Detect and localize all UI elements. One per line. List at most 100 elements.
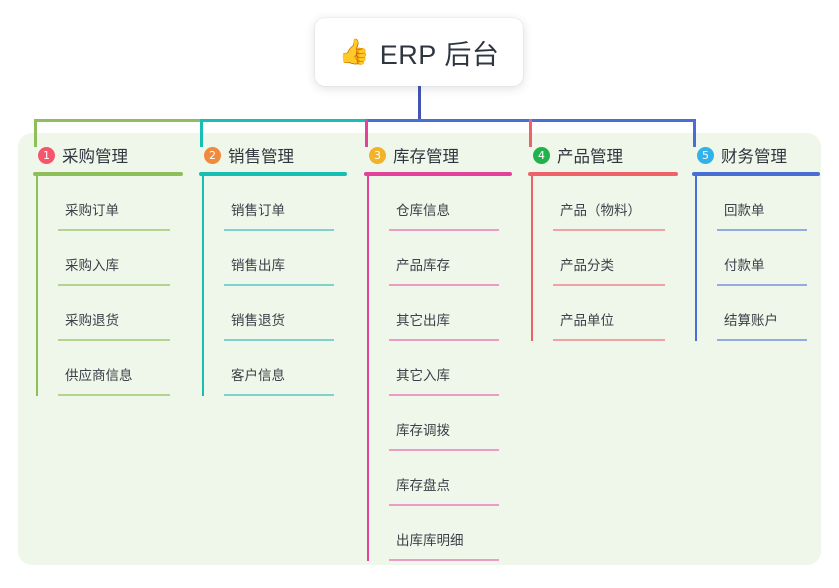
leaf-item[interactable]: 库存盘点 [389, 451, 512, 506]
leaf-label: 仓库信息 [396, 203, 450, 218]
leaf-underline [58, 284, 170, 286]
leaf-underline [224, 394, 334, 396]
leaf-label: 库存盘点 [396, 478, 450, 493]
branch-underline [528, 172, 678, 176]
leaf-underline [717, 339, 807, 341]
branch-badge-1: 1 [38, 146, 55, 164]
leaf-item[interactable]: 销售订单 [224, 176, 347, 231]
branch-children: 采购订单采购入库采购退货供应商信息 [36, 176, 183, 396]
leaf-label: 客户信息 [231, 368, 285, 383]
branch-badge-2: 2 [204, 146, 221, 164]
leaf-item[interactable]: 销售出库 [224, 231, 347, 286]
leaf-item[interactable]: 供应商信息 [58, 341, 183, 396]
branch-header-4[interactable]: 4 产品管理 [528, 143, 678, 167]
branch-label: 销售管理 [228, 148, 294, 166]
leaf-item[interactable]: 付款单 [717, 231, 820, 286]
branch-header-1[interactable]: 1 采购管理 [33, 143, 183, 167]
leaf-underline [389, 559, 499, 561]
leaf-item[interactable]: 产品单位 [553, 286, 678, 341]
branch-column-4: 4 产品管理产品（物料） 产品分类产品单位 [528, 143, 678, 341]
branch-column-1: 1 采购管理采购订单采购入库采购退货供应商信息 [33, 143, 183, 396]
leaf-underline [224, 229, 334, 231]
leaf-underline [553, 284, 665, 286]
branch-header-2[interactable]: 2 销售管理 [199, 143, 347, 167]
leaf-item[interactable]: 其它入库 [389, 341, 512, 396]
branch-underline [692, 172, 820, 176]
leaf-item[interactable]: 出库库明细 [389, 506, 512, 561]
bus-segment-1 [34, 119, 200, 122]
leaf-label: 库存调拨 [396, 423, 450, 438]
branch-badge-4: 4 [533, 146, 550, 164]
leaf-underline [224, 284, 334, 286]
leaf-item[interactable]: 采购入库 [58, 231, 183, 286]
leaf-label: 采购入库 [65, 258, 119, 273]
leaf-underline [553, 339, 665, 341]
branch-column-2: 2 销售管理销售订单销售出库销售退货客户信息 [199, 143, 347, 396]
root-node[interactable]: 👍 ERP 后台 [315, 18, 523, 86]
branch-children: 回款单付款单结算账户 [695, 176, 820, 341]
leaf-item[interactable]: 客户信息 [224, 341, 347, 396]
leaf-underline [717, 284, 807, 286]
leaf-underline [717, 229, 807, 231]
branch-badge-5: 5 [697, 146, 714, 164]
branch-children: 产品（物料） 产品分类产品单位 [531, 176, 678, 341]
leaf-item[interactable]: 其它出库 [389, 286, 512, 341]
leaf-label: 产品分类 [560, 258, 614, 273]
leaf-item[interactable]: 结算账户 [717, 286, 820, 341]
branch-drop-2 [200, 119, 203, 147]
leaf-underline [58, 339, 170, 341]
branch-header-5[interactable]: 5 财务管理 [692, 143, 820, 167]
leaf-underline [389, 229, 499, 231]
leaf-item[interactable]: 销售退货 [224, 286, 347, 341]
root-trunk-line [418, 86, 421, 122]
branch-drop-5 [693, 119, 696, 147]
leaf-label: 其它入库 [396, 368, 450, 383]
branch-badge-3: 3 [369, 146, 386, 164]
branch-header-3[interactable]: 3 库存管理 [364, 143, 512, 167]
branch-label: 库存管理 [393, 148, 459, 166]
leaf-label: 产品库存 [396, 258, 450, 273]
branch-drop-4 [529, 119, 532, 147]
leaf-item[interactable]: 产品分类 [553, 231, 678, 286]
leaf-underline [389, 504, 499, 506]
leaf-underline [389, 339, 499, 341]
leaf-label: 销售退货 [231, 313, 285, 328]
branch-label: 采购管理 [62, 148, 128, 166]
branch-drop-1 [34, 119, 37, 147]
leaf-label: 销售出库 [231, 258, 285, 273]
branch-underline [199, 172, 347, 176]
leaf-item[interactable]: 采购订单 [58, 176, 183, 231]
leaf-underline [58, 394, 170, 396]
branch-spine [202, 176, 204, 396]
branch-column-3: 3 库存管理仓库信息产品库存其它出库其它入库库存调拨库存盘点出库库明细 [364, 143, 512, 561]
leaf-label: 产品单位 [560, 313, 614, 328]
branch-children: 仓库信息产品库存其它出库其它入库库存调拨库存盘点出库库明细 [367, 176, 512, 561]
leaf-item[interactable]: 库存调拨 [389, 396, 512, 451]
branch-spine [695, 176, 697, 341]
leaf-underline [553, 229, 665, 231]
leaf-label: 销售订单 [231, 203, 285, 218]
leaf-underline [389, 449, 499, 451]
leaf-underline [58, 229, 170, 231]
leaf-item[interactable]: 仓库信息 [389, 176, 512, 231]
branch-column-5: 5 财务管理回款单付款单结算账户 [692, 143, 820, 341]
thumbs-up-icon: 👍 [338, 37, 370, 66]
leaf-label: 产品（物料） [560, 203, 641, 218]
branch-drop-3 [365, 119, 368, 147]
leaf-label: 采购订单 [65, 203, 119, 218]
branch-label: 产品管理 [557, 148, 623, 166]
leaf-item[interactable]: 产品库存 [389, 231, 512, 286]
leaf-underline [389, 284, 499, 286]
leaf-item[interactable]: 采购退货 [58, 286, 183, 341]
root-title: ERP 后台 [379, 39, 500, 70]
bus-segment-2 [200, 119, 365, 122]
branch-label: 财务管理 [721, 148, 787, 166]
branch-children: 销售订单销售出库销售退货客户信息 [202, 176, 347, 396]
leaf-underline [389, 394, 499, 396]
leaf-label: 其它出库 [396, 313, 450, 328]
leaf-item[interactable]: 回款单 [717, 176, 820, 231]
branch-underline [33, 172, 183, 176]
leaf-item[interactable]: 产品（物料） [553, 176, 678, 231]
branch-spine [36, 176, 38, 396]
